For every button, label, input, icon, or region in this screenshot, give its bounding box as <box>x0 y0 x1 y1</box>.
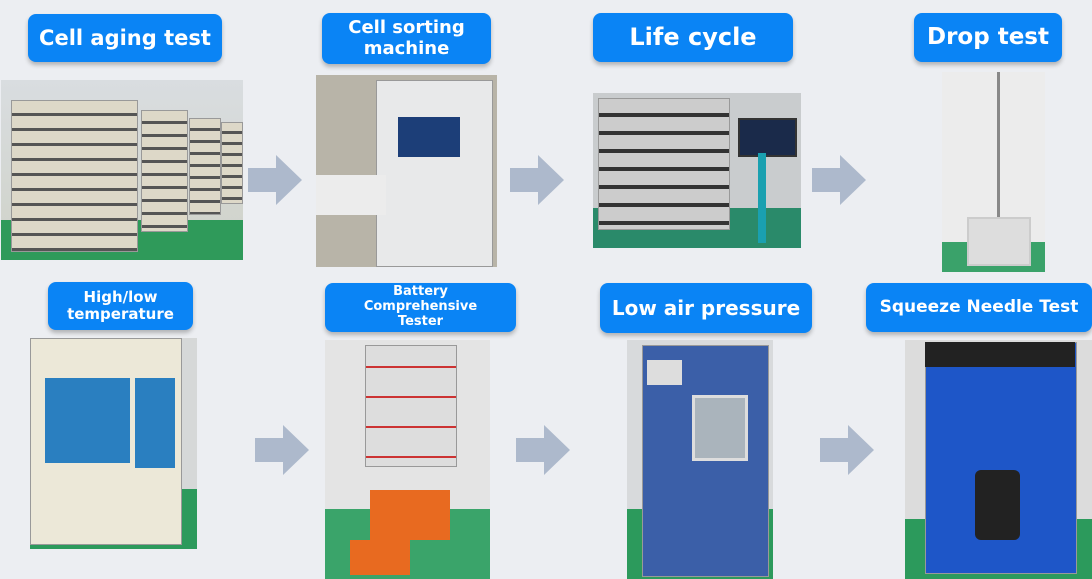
squeeze-needle-test-photo <box>905 340 1092 579</box>
battery-comprehensive-tester-photo <box>325 340 490 579</box>
low-air-pressure-photo <box>627 340 773 579</box>
arrow-right-icon <box>820 425 874 475</box>
high-low-temperature-photo <box>30 338 197 549</box>
arrow-right-icon <box>255 425 309 475</box>
step-label-squeeze-needle-test: Squeeze Needle Test <box>866 283 1092 332</box>
cell-sorting-photo <box>316 75 497 267</box>
step-label-cell-sorting: Cell sorting machine <box>322 13 491 64</box>
arrow-right-icon <box>812 155 866 205</box>
arrow-right-icon <box>516 425 570 475</box>
cell-aging-photo <box>1 80 243 260</box>
step-label-life-cycle: Life cycle <box>593 13 793 62</box>
life-cycle-photo <box>593 93 801 248</box>
step-label-battery-comprehensive-tester: Battery Comprehensive Tester <box>325 283 516 332</box>
step-label-low-air-pressure: Low air pressure <box>600 283 812 333</box>
step-label-drop-test: Drop test <box>914 13 1062 62</box>
arrow-right-icon <box>510 155 564 205</box>
step-label-cell-aging: Cell aging test <box>28 14 222 62</box>
arrow-right-icon <box>248 155 302 205</box>
step-label-high-low-temperature: High/low temperature <box>48 282 193 330</box>
drop-test-photo <box>942 72 1045 272</box>
